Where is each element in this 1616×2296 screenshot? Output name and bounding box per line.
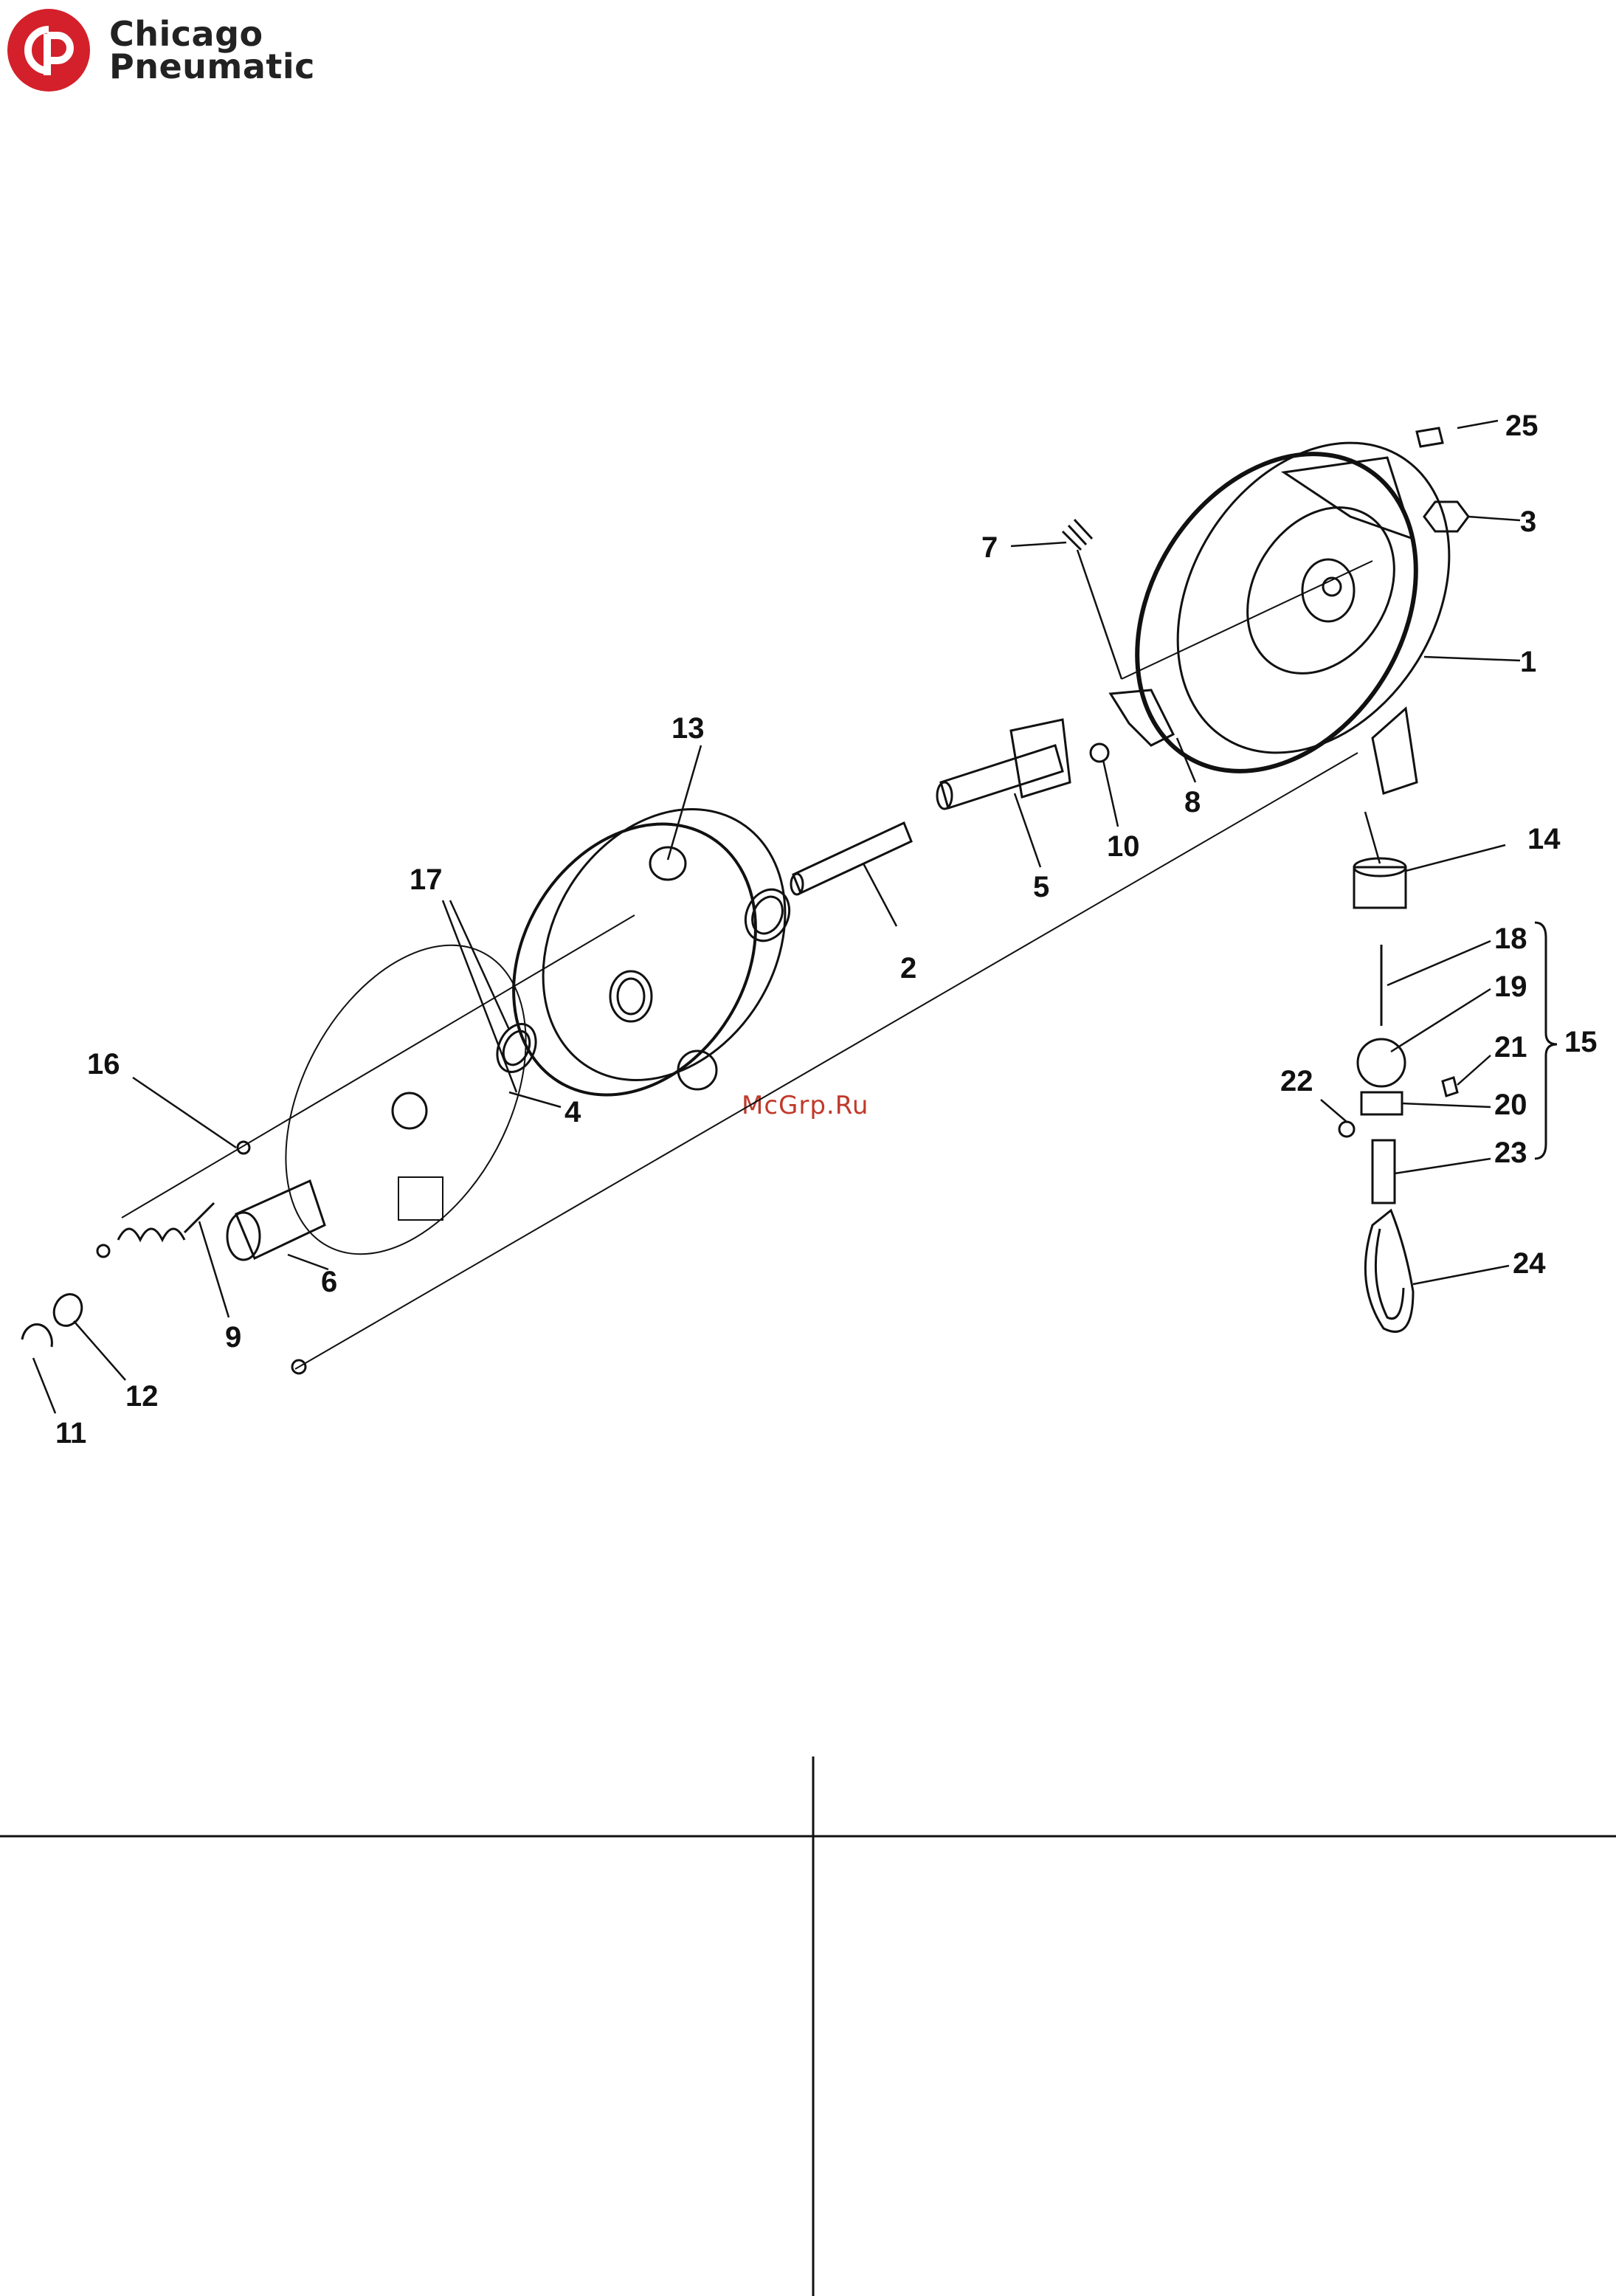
- callout-13: 13: [671, 712, 705, 745]
- callout-8: 8: [1184, 786, 1201, 818]
- callout-labels: 1 2 3 4 5 6 7 8 9 10 11 12 13 14 15 16 1…: [55, 410, 1598, 1449]
- callout-1: 1: [1520, 646, 1536, 678]
- callout-16: 16: [87, 1048, 120, 1080]
- callout-25: 25: [1505, 410, 1539, 442]
- callout-24: 24: [1513, 1247, 1546, 1280]
- housing-drum: [1080, 393, 1505, 823]
- callout-11: 11: [55, 1417, 86, 1449]
- callout-21: 21: [1494, 1031, 1527, 1063]
- parts-table-frame: [0, 1757, 1616, 2296]
- callout-23: 23: [1494, 1137, 1527, 1169]
- callout-3: 3: [1520, 506, 1536, 538]
- callout-7: 7: [981, 531, 998, 564]
- callout-2: 2: [900, 952, 916, 985]
- table-left-header: [15, 1771, 797, 1816]
- leader-lines: [33, 421, 1520, 1413]
- callout-5: 5: [1033, 871, 1049, 903]
- callout-12: 12: [125, 1380, 159, 1413]
- cover-plate: [464, 764, 834, 1140]
- callout-14: 14: [1527, 823, 1561, 855]
- callout-6: 6: [321, 1266, 337, 1298]
- table-right-header: [826, 1771, 1601, 1816]
- callout-17: 17: [410, 863, 443, 896]
- callout-18: 18: [1494, 923, 1527, 955]
- callout-10: 10: [1107, 830, 1140, 863]
- callout-22: 22: [1280, 1065, 1313, 1097]
- callout-4: 4: [564, 1096, 581, 1128]
- callout-19: 19: [1494, 971, 1527, 1003]
- callout-20: 20: [1494, 1089, 1527, 1121]
- group-bracket: [1535, 923, 1557, 1159]
- parts-drawing: [22, 393, 1505, 1373]
- callout-9: 9: [225, 1321, 241, 1354]
- callout-15: 15: [1564, 1026, 1598, 1058]
